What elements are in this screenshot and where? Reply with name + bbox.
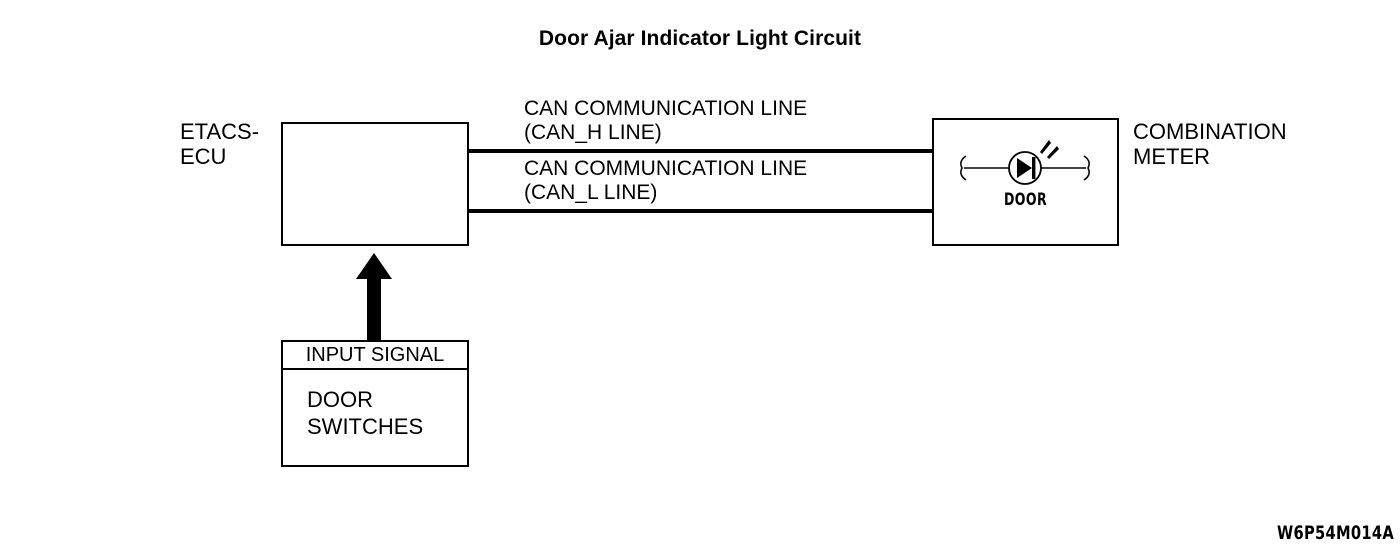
meter-label-line1: COMBINATION — [1133, 119, 1287, 144]
can-l-wire — [467, 209, 934, 213]
can-h-label-line2: (CAN_H LINE) — [524, 121, 662, 144]
can-h-label-line1: CAN COMMUNICATION LINE — [524, 97, 808, 120]
led-indicator-icon — [960, 140, 1090, 185]
can-l-label-line1: CAN COMMUNICATION LINE — [524, 157, 808, 180]
can-h-label: CAN COMMUNICATION LINE (CAN_H LINE) — [524, 97, 807, 145]
can-h-wire — [467, 149, 934, 153]
combination-meter-label: COMBINATION METER — [1133, 119, 1343, 169]
ecu-label-line2: ECU — [180, 144, 227, 169]
input-signal-body: DOOR SWITCHES — [307, 386, 423, 440]
ecu-box — [281, 122, 469, 246]
up-arrow-icon — [356, 253, 392, 343]
input-signal-box: INPUT SIGNAL DOOR SWITCHES — [281, 340, 469, 467]
ecu-label: ETACS- ECU — [180, 119, 285, 169]
can-l-label: CAN COMMUNICATION LINE (CAN_L LINE) — [524, 157, 807, 205]
can-l-label-line2: (CAN_L LINE) — [524, 181, 658, 204]
figure-code: W6P54M014A — [1277, 522, 1394, 544]
input-signal-body-line2: SWITCHES — [307, 414, 424, 439]
input-signal-header: INPUT SIGNAL — [283, 342, 467, 370]
input-signal-body-line1: DOOR — [307, 387, 373, 412]
door-indicator-caption: DOOR — [1003, 190, 1048, 210]
meter-label-line2: METER — [1133, 144, 1210, 169]
page-title: Door Ajar Indicator Light Circuit — [538, 27, 862, 50]
ecu-label-line1: ETACS- — [180, 119, 260, 144]
